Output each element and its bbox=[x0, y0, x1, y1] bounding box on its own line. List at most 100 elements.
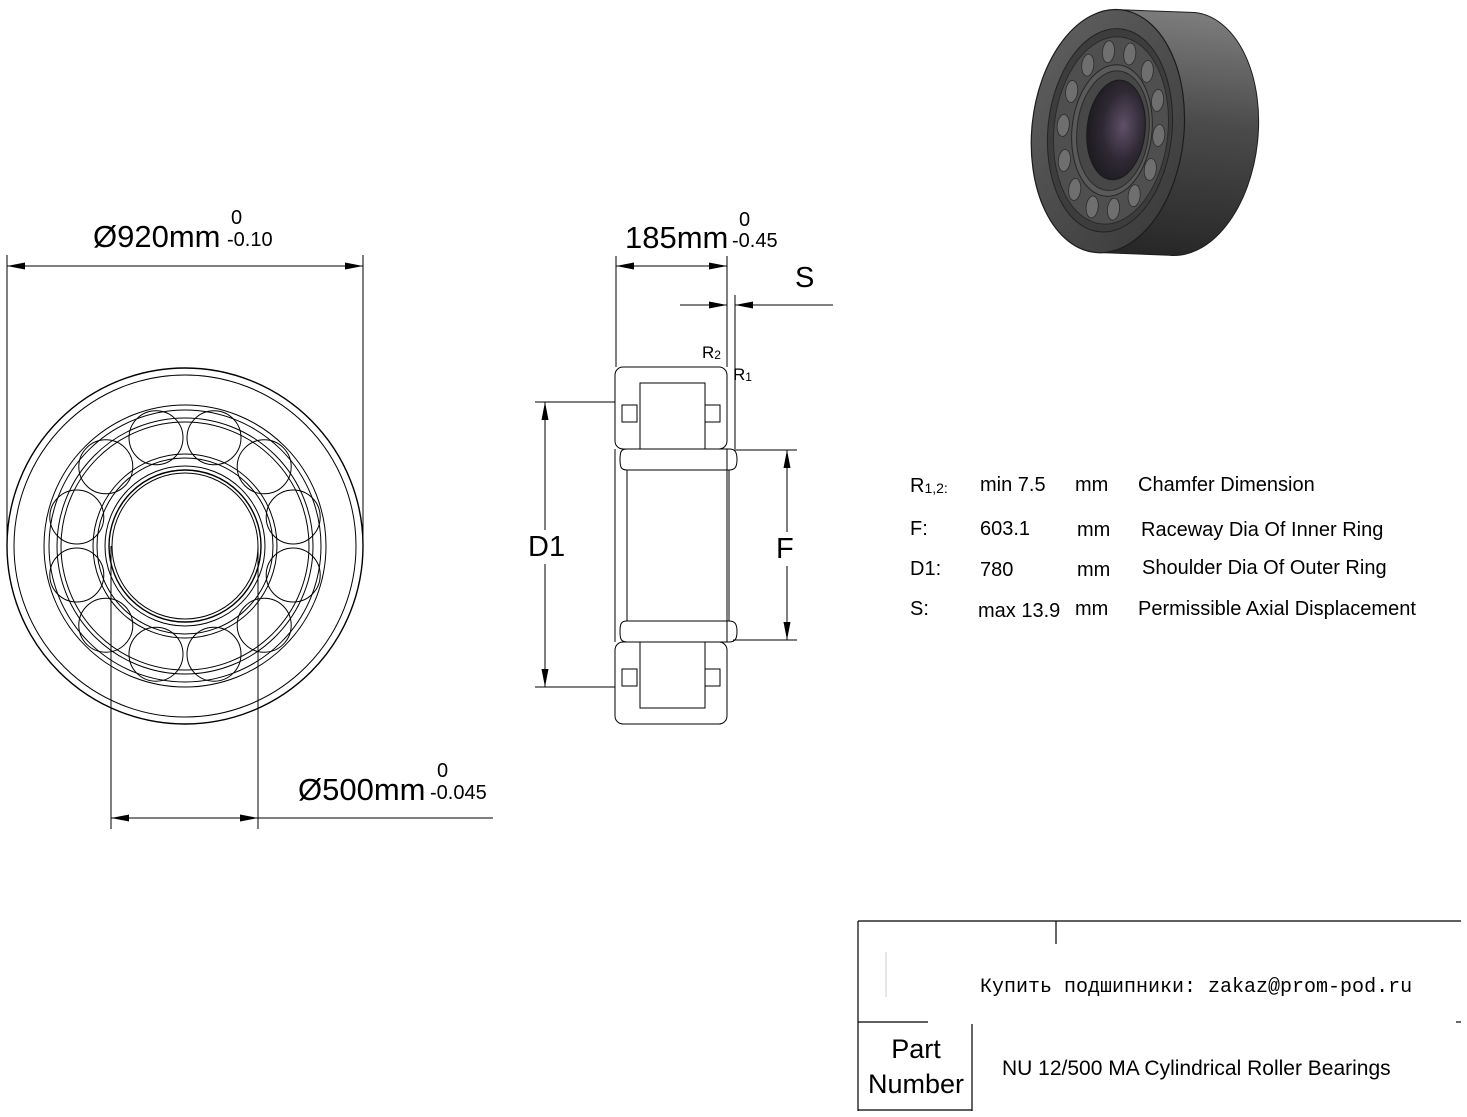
outer-ring-section-top bbox=[614, 366, 728, 450]
section-view bbox=[614, 366, 738, 725]
cage-section bbox=[704, 404, 721, 423]
roller-set bbox=[49, 410, 321, 682]
spec-description: Chamfer Dimension bbox=[1138, 474, 1315, 496]
bore-diameter-lower-tol: -0.045 bbox=[430, 782, 487, 804]
roller bbox=[78, 439, 134, 495]
width-dimension: 185mm 0 -0.45 bbox=[615, 209, 778, 367]
spec-row: R1,2: min 7.5 mm Chamfer Dimension bbox=[910, 474, 1315, 497]
inner-ring-raceway bbox=[96, 457, 274, 635]
roller bbox=[49, 547, 105, 603]
spec-unit: mm bbox=[1075, 474, 1108, 496]
bore-diameter-label: Ø500mm bbox=[298, 772, 425, 807]
chamfer-r2-label: R2 bbox=[702, 343, 721, 362]
roller bbox=[78, 597, 134, 653]
outer-diameter-upper-tol: 0 bbox=[231, 207, 242, 229]
spec-row: D1: 780 mm Shoulder Dia Of Outer Ring bbox=[910, 557, 1387, 581]
roller-3d bbox=[1140, 60, 1154, 83]
roller-3d bbox=[1143, 158, 1157, 181]
roller bbox=[128, 410, 184, 466]
spec-value: 603.1 bbox=[980, 518, 1030, 540]
front-view bbox=[6, 367, 364, 725]
title-block: Купить подшипники: zakaz@prom-pod.ru Par… bbox=[857, 920, 1461, 1111]
spec-unit: mm bbox=[1077, 559, 1110, 581]
axial-displacement-dimension: S bbox=[680, 262, 833, 449]
inner-ring-chamfer bbox=[104, 465, 266, 627]
shoulder-dia-dimension: D1 bbox=[524, 401, 615, 688]
spec-unit: mm bbox=[1075, 598, 1108, 620]
roller-3d bbox=[1151, 89, 1165, 112]
raceway-dia-dimension: F bbox=[733, 449, 797, 641]
spec-description: Permissible Axial Displacement bbox=[1138, 598, 1416, 620]
roller-section-top bbox=[639, 382, 706, 450]
part-label-line1: Part bbox=[891, 1034, 941, 1064]
spec-row: S: max 13.9 mm Permissible Axial Displac… bbox=[910, 598, 1416, 622]
outer-ring-chamfer bbox=[13, 374, 357, 718]
part-label-line2: Number bbox=[868, 1069, 964, 1099]
bearing-3d-render bbox=[1030, 8, 1260, 256]
roller bbox=[236, 597, 292, 653]
outer-ring-shoulder bbox=[48, 409, 322, 683]
roller bbox=[265, 547, 321, 603]
spec-value: max 13.9 bbox=[978, 600, 1060, 622]
spec-description: Raceway Dia Of Inner Ring bbox=[1141, 519, 1383, 541]
raceway-dia-label: F bbox=[776, 533, 794, 565]
spec-symbol: S: bbox=[910, 598, 929, 620]
outer-ring-section-bottom bbox=[614, 641, 728, 725]
roller-3d bbox=[1127, 184, 1141, 208]
outer-diameter-label: Ø920mm bbox=[93, 219, 220, 254]
spec-symbol: F: bbox=[910, 518, 928, 540]
spec-unit: mm bbox=[1077, 519, 1110, 541]
cage-section bbox=[621, 404, 638, 423]
spec-value: min 7.5 bbox=[980, 474, 1046, 496]
inner-ring-section-bottom bbox=[619, 620, 738, 643]
roller bbox=[49, 489, 105, 545]
cage-section bbox=[621, 668, 638, 687]
roller-3d bbox=[1056, 114, 1070, 137]
bore bbox=[108, 469, 262, 623]
width-lower-tol: -0.45 bbox=[732, 230, 778, 252]
roller-set-3d bbox=[1056, 40, 1166, 221]
bore-diameter-upper-tol: 0 bbox=[437, 760, 448, 782]
bore-chamfer bbox=[111, 472, 259, 620]
roller-3d bbox=[1057, 149, 1071, 172]
spec-description: Shoulder Dia Of Outer Ring bbox=[1142, 557, 1387, 579]
roller-section-bottom bbox=[639, 641, 706, 709]
outer-ring-bore bbox=[43, 404, 327, 688]
spec-symbol: D1: bbox=[910, 558, 941, 580]
roller-3d bbox=[1085, 195, 1099, 219]
roller-3d bbox=[1065, 80, 1079, 103]
roller bbox=[186, 626, 242, 682]
roller bbox=[186, 410, 242, 466]
roller bbox=[128, 626, 184, 682]
roller-3d bbox=[1081, 53, 1095, 77]
contact-text: Купить подшипники: zakaz@prom-pod.ru bbox=[980, 976, 1412, 999]
axial-displacement-label: S bbox=[795, 262, 814, 294]
outer-ring-outline bbox=[6, 367, 364, 725]
spec-value: 780 bbox=[980, 559, 1013, 581]
roller-3d bbox=[1123, 42, 1137, 66]
spec-table: R1,2: min 7.5 mm Chamfer Dimension F: 60… bbox=[910, 474, 1416, 622]
roller-3d bbox=[1068, 178, 1082, 201]
bore-3d bbox=[1086, 79, 1146, 181]
roller bbox=[265, 489, 321, 545]
shoulder-dia-label: D1 bbox=[528, 531, 565, 563]
chamfer-r1-label: R1 bbox=[733, 365, 752, 384]
cage-outer bbox=[56, 417, 314, 675]
cage-section bbox=[704, 668, 721, 687]
spec-symbol: R1,2: bbox=[910, 475, 948, 497]
inner-ring-section-top bbox=[619, 448, 738, 471]
inner-ring-outline bbox=[92, 453, 278, 639]
roller bbox=[236, 439, 292, 495]
part-number: NU 12/500 MA Cylindrical Roller Bearings bbox=[1002, 1057, 1391, 1080]
width-upper-tol: 0 bbox=[739, 209, 750, 231]
outer-diameter-lower-tol: -0.10 bbox=[227, 229, 273, 251]
roller-3d bbox=[1152, 124, 1166, 147]
bore-diameter-dimension: Ø500mm 0 -0.045 bbox=[110, 546, 493, 829]
cage-inner bbox=[60, 421, 310, 671]
outer-diameter-dimension: Ø920mm 0 -0.10 bbox=[6, 207, 364, 546]
roller-3d bbox=[1102, 40, 1115, 64]
spec-row: F: 603.1 mm Raceway Dia Of Inner Ring bbox=[910, 518, 1383, 541]
width-label: 185mm bbox=[625, 220, 728, 255]
roller-3d bbox=[1106, 197, 1120, 221]
